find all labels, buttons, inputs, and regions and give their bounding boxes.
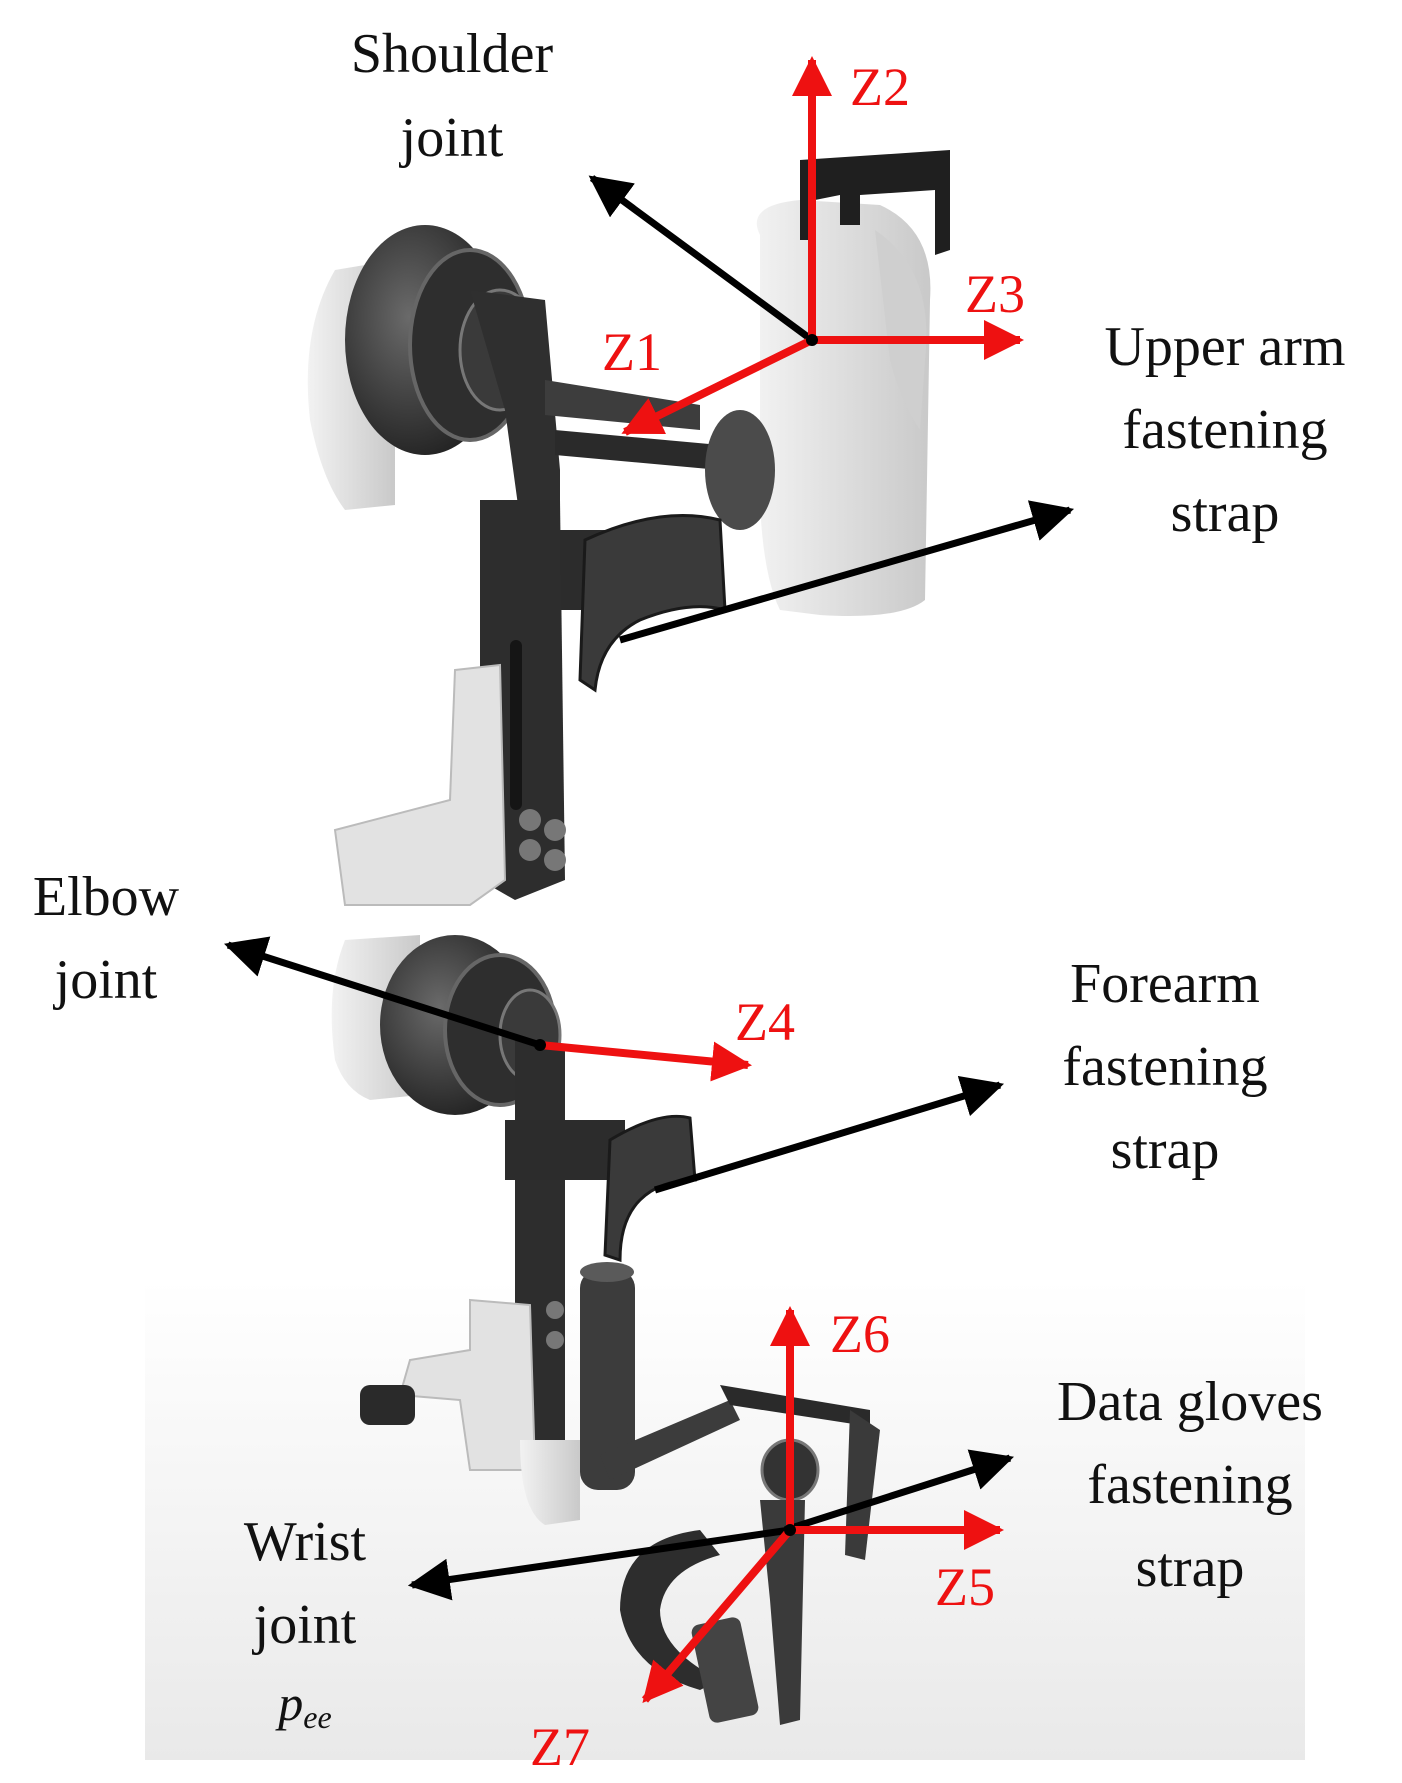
glove-strap-loop	[620, 1530, 720, 1690]
shoulder-label-line2: joint	[399, 107, 504, 169]
end-effector-subscript: ee	[303, 1699, 331, 1735]
glove-strap-plate	[691, 1617, 759, 1723]
elbow-label-line1: Elbow	[33, 866, 180, 928]
bolt	[544, 819, 566, 841]
wrist-pointer	[407, 1526, 791, 1601]
elbow-pointer	[224, 936, 542, 1049]
mount-bracket	[800, 150, 950, 255]
callout-labels: Shoulder joint Upper arm fastening strap…	[33, 23, 1346, 1735]
shoulder-rear-motor	[705, 410, 775, 530]
end-effector-label: pee	[275, 1675, 331, 1735]
z4-label: Z4	[735, 992, 795, 1052]
upper-cover-plate	[333, 663, 507, 906]
shoulder-origin	[806, 334, 818, 346]
z1-label: Z1	[602, 322, 662, 382]
axis-labels: Z2 Z3 Z1 Z4 Z6 Z5 Z7	[530, 57, 1025, 1777]
forearm-strap-band	[603, 1114, 697, 1263]
z7-label: Z7	[530, 1717, 590, 1777]
upper-link-plate	[470, 290, 560, 520]
upper-strap-label-line3: strap	[1171, 482, 1280, 544]
wrist-label-line2: joint	[252, 1594, 357, 1656]
wrist-mechanism	[600, 1385, 880, 1725]
bolt	[546, 1331, 564, 1349]
upper-strap-pointer	[619, 500, 1075, 644]
elbow-label-line2: joint	[53, 949, 158, 1011]
upper-arm-slot	[510, 640, 522, 810]
pointer-arrows	[224, 175, 1075, 1601]
shoulder-label-line1: Shoulder	[351, 23, 554, 85]
wrist-label-line1: Wrist	[244, 1511, 367, 1573]
forearm-strap-label-line1: Forearm	[1070, 953, 1260, 1015]
end-effector-symbol: p	[275, 1675, 303, 1731]
wrist-motor-cylinder	[580, 1270, 635, 1490]
z1-axis	[621, 336, 814, 436]
wrist-frame	[720, 1385, 870, 1470]
bolt	[546, 1301, 564, 1319]
wrist-motor-top	[580, 1262, 634, 1282]
wrist-frame-side	[845, 1410, 880, 1560]
lower-cover-plate	[398, 1298, 537, 1471]
forearm-strap-bracket	[505, 1120, 625, 1180]
upper-arm-segment	[333, 500, 727, 906]
glove-strap-label-line1: Data gloves	[1057, 1371, 1323, 1433]
bolt	[544, 849, 566, 871]
forearm-strap-pointer	[653, 1075, 1005, 1194]
upper-strap-label-line2: fastening	[1122, 399, 1327, 461]
wrist-origin	[784, 1524, 796, 1536]
z2-label: Z2	[850, 57, 910, 117]
wrist-padding	[520, 1440, 580, 1525]
upper-strap-label-line1: Upper arm	[1104, 316, 1345, 378]
glove-strap-pointer	[783, 1449, 1015, 1534]
bolt	[519, 809, 541, 831]
back-shell-edge	[875, 230, 927, 430]
z5-label: Z5	[935, 1557, 995, 1617]
elbow-origin	[534, 1039, 546, 1051]
forearm-strap-label-line3: strap	[1111, 1119, 1220, 1181]
coordinate-axes	[539, 56, 1024, 1704]
upper-strap-band	[578, 514, 727, 693]
z6-label: Z6	[830, 1304, 890, 1364]
side-cylinder	[360, 1385, 415, 1425]
shoulder-link-bar-2	[555, 430, 720, 470]
wrist-arm-link	[600, 1400, 740, 1480]
z7-axis	[641, 1527, 794, 1704]
glove-strap-label-line2: fastening	[1087, 1454, 1292, 1516]
z4-axis	[539, 1041, 752, 1082]
glove-strap-label-line3: strap	[1136, 1537, 1245, 1599]
bolt	[519, 839, 541, 861]
forearm-strap-label-line2: fastening	[1062, 1036, 1267, 1098]
z3-label: Z3	[965, 264, 1025, 324]
shoulder-pointer	[588, 175, 815, 343]
